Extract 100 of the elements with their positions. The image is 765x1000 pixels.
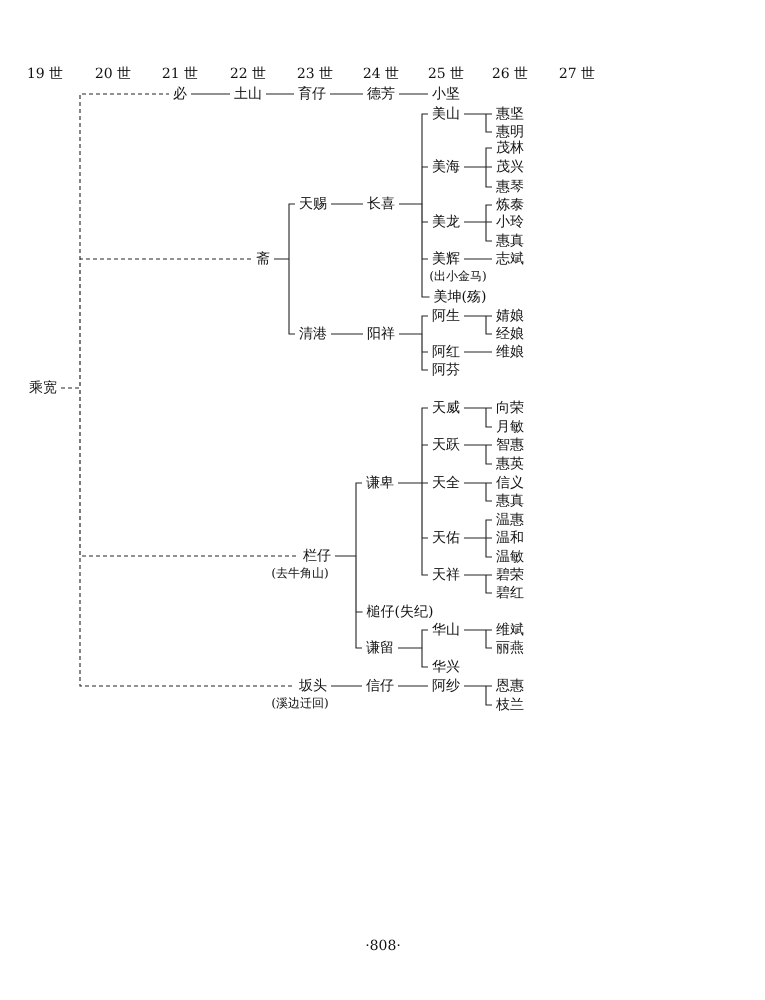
person-name: 天威: [432, 400, 460, 416]
person-name: 华兴: [432, 659, 460, 675]
person-name: 维娘: [496, 344, 524, 360]
person-name: 碧荣: [496, 567, 524, 583]
person-name: 惠英: [496, 456, 524, 472]
person-name: 信义: [496, 475, 524, 491]
lineage-line: [331, 685, 362, 687]
person-name: 美辉: [432, 251, 460, 267]
generation-header: 19 世: [26, 65, 64, 83]
person-name: 小玲: [496, 214, 524, 230]
person-name: 天跃: [432, 437, 460, 453]
person-name: 美海: [432, 159, 460, 175]
person-name: 美坤(殇): [434, 289, 486, 305]
person-name: 炼泰: [496, 197, 524, 213]
person-name: 茂兴: [496, 159, 524, 175]
person-name: 信仔: [366, 678, 394, 694]
person-name: 阿红: [432, 344, 460, 360]
person-name: 美山: [432, 106, 460, 122]
person-name: 谦卑: [366, 475, 394, 491]
person-name: 惠坚: [496, 106, 524, 122]
person-name: 智惠: [496, 437, 524, 453]
generation-header: 20 世: [94, 65, 132, 83]
lineage-line: [331, 203, 363, 205]
generation-header: 23 世: [296, 65, 334, 83]
person-name: 丽燕: [496, 640, 524, 656]
person-name: 温惠: [496, 512, 524, 528]
person-name: 必: [173, 86, 187, 102]
page-number: ·808·: [365, 938, 401, 954]
person-name: 惠琴: [496, 179, 524, 195]
lineage-line: [335, 555, 362, 649]
person-name: 温敏: [496, 549, 524, 565]
person-name: 华山: [432, 622, 460, 638]
person-name: 温和: [496, 530, 524, 546]
annotation-text: (溪边迁回): [271, 696, 329, 710]
person-name: 乘宽: [29, 380, 57, 396]
person-name: 碧红: [496, 585, 524, 601]
lineage-line: [330, 93, 363, 95]
lineage-line: [464, 482, 492, 502]
person-name: 惠真: [496, 233, 524, 249]
person-name: 栏仔: [303, 548, 331, 564]
lineage-line: [464, 574, 492, 594]
lineage-line: [464, 351, 492, 353]
lineage-line: [274, 258, 295, 335]
person-name: 月敏: [496, 419, 524, 435]
person-name: 天祥: [432, 567, 460, 583]
person-name: 枝兰: [496, 697, 524, 713]
person-name: 美龙: [432, 214, 460, 230]
person-name: 斋: [256, 251, 270, 267]
lineage-line: [61, 387, 295, 687]
person-name: 恩惠: [496, 678, 524, 694]
lineage-line: [191, 93, 230, 95]
lineage-line: [464, 221, 492, 242]
person-name: 茂林: [496, 140, 524, 156]
generation-header: 26 世: [492, 65, 528, 83]
lineage-line: [464, 537, 492, 558]
lineage-line: [331, 333, 363, 335]
lineage-line: [464, 629, 492, 649]
person-name: 维斌: [496, 622, 524, 638]
person-name: 天赐: [299, 196, 327, 212]
lineage-line: [464, 166, 492, 188]
person-name: 阳祥: [367, 326, 395, 342]
person-name: 小坚: [432, 86, 460, 102]
lineage-line: [399, 93, 428, 95]
person-name: 阿芬: [432, 362, 460, 378]
lineage-line: [464, 258, 492, 260]
generation-header: 21 世: [162, 65, 198, 83]
lineage-line: [464, 407, 492, 428]
person-name: 土山: [234, 86, 262, 102]
lineage-line: [398, 482, 428, 576]
person-name: 惠明: [496, 124, 524, 140]
lineage-line: [398, 647, 428, 668]
lineage-line: [464, 444, 492, 465]
person-name: 阿生: [432, 308, 460, 324]
lineage-line: [266, 93, 294, 95]
person-name: 清港: [299, 326, 327, 342]
person-name: 谦留: [366, 640, 394, 656]
person-name: 向荣: [496, 400, 524, 416]
annotation-text: (出小金马): [429, 269, 487, 283]
generation-header: 25 世: [428, 65, 464, 83]
person-name: 天佑: [432, 530, 460, 546]
person-name: 长喜: [367, 196, 395, 212]
person-name: 天全: [432, 475, 460, 491]
annotation-text: (去牛角山): [271, 566, 329, 580]
lineage-line: [464, 315, 492, 335]
lineage-line: [464, 685, 492, 706]
person-name: 志斌: [496, 251, 524, 267]
person-name: 槌仔(失纪): [366, 604, 434, 620]
person-name: 经娘: [496, 326, 524, 342]
generation-header: 22 世: [230, 65, 266, 83]
person-name: 惠真: [496, 493, 524, 509]
lineage-line: [399, 203, 430, 298]
lineage-line: [398, 685, 428, 687]
lineage-line: [464, 113, 492, 133]
person-name: 坂头: [299, 678, 327, 694]
person-name: 德芳: [367, 86, 395, 102]
generation-header: 27 世: [558, 65, 596, 83]
lineage-line: [399, 333, 428, 371]
generation-header: 24 世: [362, 65, 400, 83]
person-name: 婧娘: [496, 308, 524, 324]
person-name: 阿纱: [432, 678, 460, 694]
